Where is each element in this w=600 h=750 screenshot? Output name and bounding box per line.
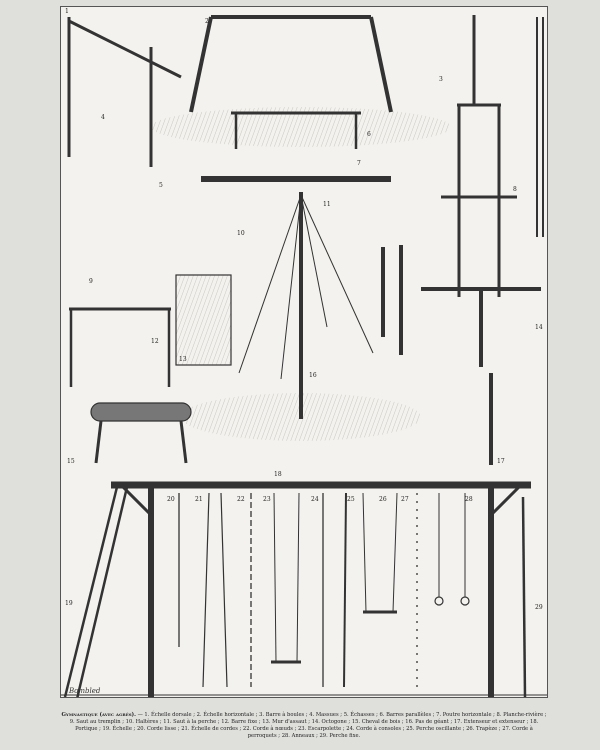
caption-text: — 1. Échelle dorsale ; 2. Échelle horizo…: [69, 712, 547, 739]
figure-label: 23: [263, 496, 271, 503]
figure-label: 22: [237, 496, 245, 503]
figure-label: 13: [179, 356, 187, 363]
figure-label: 3: [439, 76, 443, 83]
figure-label: 15: [67, 458, 75, 465]
figure-label: 24: [311, 496, 319, 503]
figure-label: 12: [151, 338, 159, 345]
figure-label: 25: [347, 496, 355, 503]
gymnastics-illustration: [61, 15, 547, 697]
figure-label: 20: [167, 496, 175, 503]
engraver-signature: Bombled: [69, 687, 101, 695]
figure-label: 10: [237, 230, 245, 237]
figure-label: 18: [274, 471, 282, 478]
figure-label: 5: [159, 182, 163, 189]
figure-label: 8: [513, 186, 517, 193]
figure-label: 19: [65, 600, 73, 607]
figure-label: 1: [65, 8, 69, 15]
figure-label: 11: [323, 201, 331, 208]
figure-label: 17: [497, 458, 505, 465]
figure-label: 28: [465, 496, 473, 503]
figure-label: 21: [195, 496, 203, 503]
figure-label: 29: [535, 604, 543, 611]
figure-label: 26: [379, 496, 387, 503]
figure-label: 14: [535, 324, 543, 331]
figure-label: 16: [309, 372, 317, 379]
figure-label: 9: [89, 278, 93, 285]
figure-label: 27: [401, 496, 409, 503]
figure-label: 7: [357, 160, 361, 167]
figure-label: 6: [367, 131, 371, 138]
figure-label: 2: [205, 18, 209, 25]
engraving-plate: 1 2 3 4 5 6 7 8 9 10 11 12 13 14 15 16 1…: [60, 6, 548, 698]
figure-label: 4: [101, 114, 105, 121]
caption-heading: Gymnastique (avec agrès).: [61, 712, 136, 718]
plate-caption: Gymnastique (avec agrès). — 1. Échelle d…: [60, 712, 548, 740]
